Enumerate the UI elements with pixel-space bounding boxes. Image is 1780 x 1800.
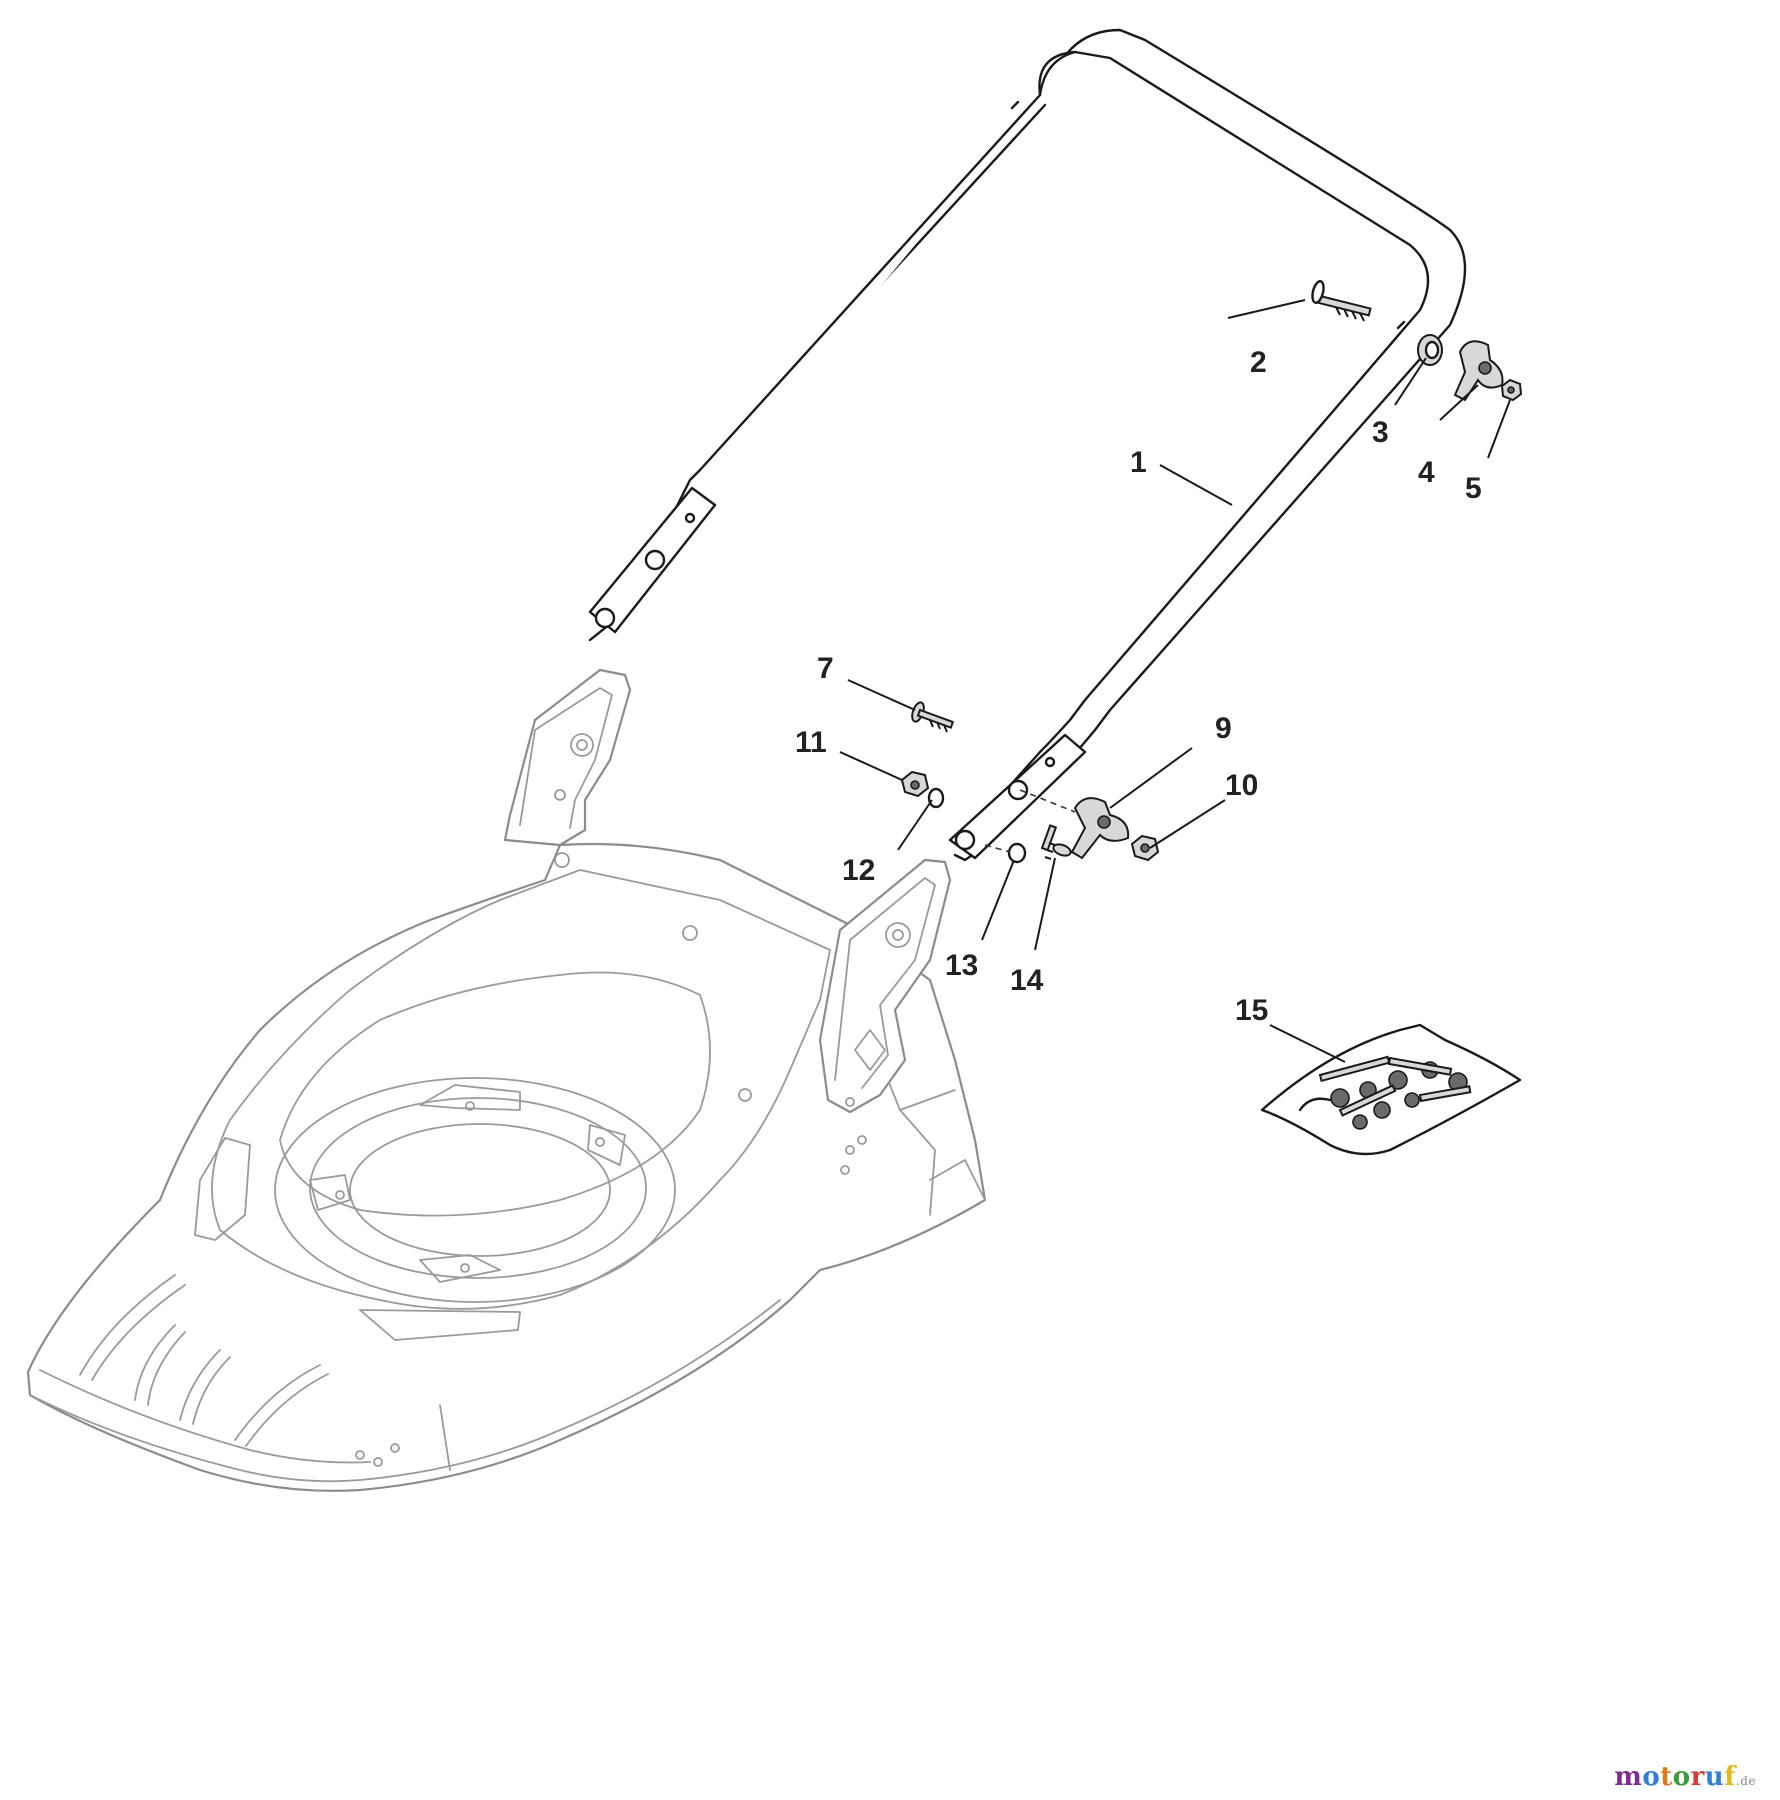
watermark-letter: t xyxy=(1660,1762,1673,1792)
assembly-line-13 xyxy=(984,844,1011,853)
nut-part-5 xyxy=(1500,378,1523,402)
wing-knob-part-4 xyxy=(1453,340,1504,402)
washer-part-12 xyxy=(927,787,945,809)
leader-lines xyxy=(839,299,1511,1063)
watermark-logo: motoruf.de xyxy=(1614,1762,1756,1792)
washer-part-3 xyxy=(1417,334,1443,366)
wing-knob-part-9 xyxy=(1070,797,1130,860)
watermark-suffix: .de xyxy=(1735,1774,1756,1788)
callout-9: 9 xyxy=(1215,712,1232,745)
watermark-letter: f xyxy=(1724,1762,1736,1792)
callout-12: 12 xyxy=(842,854,875,887)
watermark-letter: m xyxy=(1614,1762,1643,1792)
watermark-letter: o xyxy=(1642,1762,1661,1792)
carriage-bolt-part-2 xyxy=(1311,280,1372,322)
bolt-part-7 xyxy=(911,701,955,733)
callout-11: 11 xyxy=(795,726,827,759)
callout-13: 13 xyxy=(945,949,978,982)
callout-1: 1 xyxy=(1130,446,1147,479)
hardware-bag-part-15 xyxy=(1260,1023,1522,1156)
callout-2: 2 xyxy=(1250,346,1267,379)
callout-5: 5 xyxy=(1465,472,1482,505)
bolt-part-14 xyxy=(1040,824,1072,860)
callout-10: 10 xyxy=(1225,769,1258,802)
washer-part-13 xyxy=(1007,842,1027,864)
watermark-letter: r xyxy=(1690,1762,1705,1792)
watermark-letter: o xyxy=(1672,1762,1691,1792)
handle-part-1 xyxy=(588,28,1467,862)
callout-14: 14 xyxy=(1010,964,1044,997)
callout-numbers: 1 2 3 4 5 7 9 10 11 12 13 14 15 xyxy=(795,346,1482,1027)
callout-3: 3 xyxy=(1372,416,1389,449)
callout-7: 7 xyxy=(817,652,834,685)
mower-deck xyxy=(26,668,987,1492)
nut-part-11 xyxy=(900,770,930,798)
callout-15: 15 xyxy=(1235,994,1268,1027)
watermark-letter: u xyxy=(1704,1762,1725,1792)
assembly-line-9 xyxy=(1019,789,1076,813)
callout-4: 4 xyxy=(1418,456,1435,489)
nut-part-10 xyxy=(1130,834,1160,862)
